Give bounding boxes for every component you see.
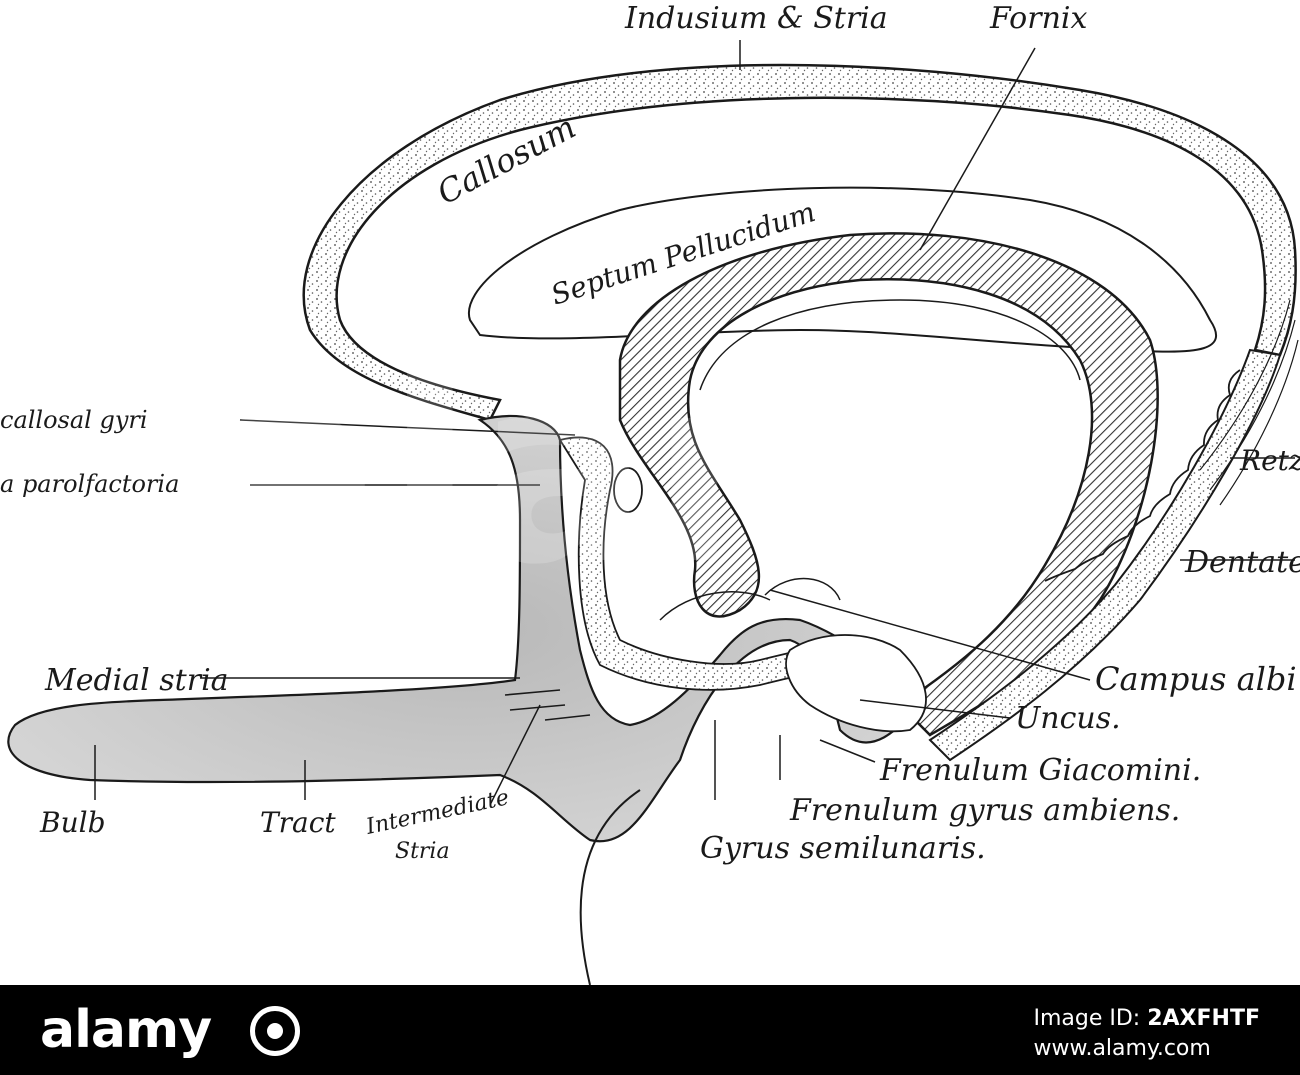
footer-logo[interactable]: alamy — [40, 1000, 300, 1060]
label-callosal-gyri: callosal gyri — [0, 406, 148, 434]
callosum-outer-band — [302, 63, 1297, 422]
label-indusium: Indusium & Stria — [624, 1, 888, 36]
stalk-curve — [579, 789, 641, 985]
label-bulb: Bulb — [39, 806, 106, 839]
image-id-label: Image ID: — [1033, 1006, 1141, 1031]
footer-info: Image ID: 2AXFHTF www.alamy.com — [1033, 1004, 1260, 1064]
dentate-gyrus — [928, 348, 1282, 762]
logo-mark-icon — [250, 1006, 300, 1056]
label-fornix: Fornix — [989, 1, 1087, 36]
retz-lines — [1199, 299, 1299, 506]
logo-text: alamy — [40, 1000, 212, 1060]
image-id-line: Image ID: 2AXFHTF — [1033, 1004, 1260, 1034]
label-medial-stria: Medial stria — [44, 663, 229, 698]
campus-albicans-curves — [659, 577, 841, 621]
leader-lines — [94, 40, 1295, 806]
septum-pellucidum — [467, 186, 1217, 353]
image-id: 2AXFHTF — [1147, 1006, 1260, 1031]
dentate-scallops — [1044, 369, 1241, 582]
label-frenulum-ambiens: Frenulum gyrus ambiens. — [789, 793, 1180, 828]
label-campus: Campus albi — [1095, 660, 1297, 698]
label-uncus: Uncus. — [1015, 701, 1121, 736]
label-intermediate-1: Intermediate — [363, 785, 511, 840]
uncus — [785, 634, 927, 733]
label-dentate: Dentate g — [1184, 545, 1300, 580]
olfactory-gray-region — [7, 415, 922, 843]
label-intermediate-2: Stria — [395, 839, 450, 864]
intermediate-stria-marks — [504, 689, 591, 721]
label-parolfactoria: a parolfactoria — [0, 470, 179, 498]
label-retz: Retz — [1239, 444, 1300, 477]
label-frenulum-giacomini: Frenulum Giacomini. — [879, 753, 1201, 788]
footer-bar — [0, 985, 1300, 1075]
fornix-inner-loop — [699, 299, 1081, 391]
label-gyrus-semilunaris: Gyrus semilunaris. — [700, 831, 986, 866]
anterior-commissure — [613, 467, 643, 513]
brain-diagram: Indusium & Stria Fornix Callosum Septum … — [0, 0, 1300, 985]
label-tract: Tract — [260, 806, 336, 839]
footer-url[interactable]: www.alamy.com — [1033, 1036, 1211, 1061]
fornix — [618, 232, 1159, 737]
